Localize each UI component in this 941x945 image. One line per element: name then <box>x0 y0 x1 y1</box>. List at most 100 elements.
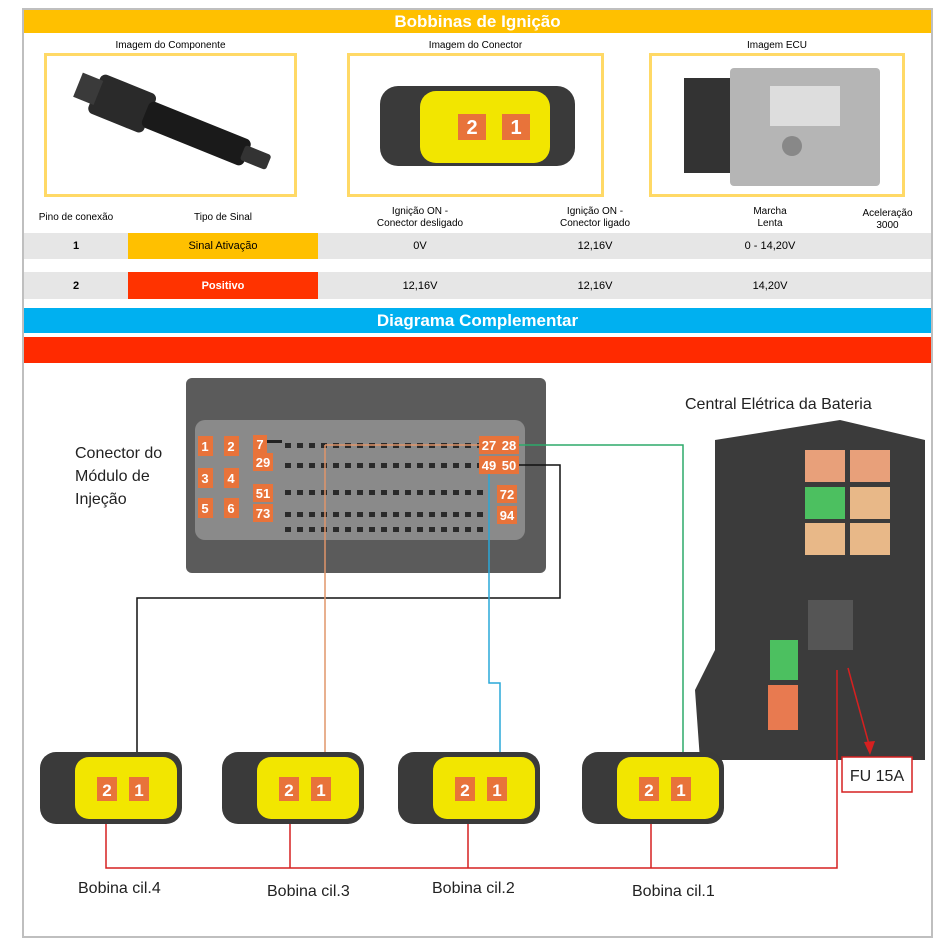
ign-on-cell: 12,16V <box>577 240 613 252</box>
ecu-pin-hole <box>297 490 303 495</box>
page-title: Bobbinas de Ignição <box>24 10 931 33</box>
diagram-title: Diagrama Complementar <box>24 308 931 333</box>
ecu-pin-hole <box>369 527 375 532</box>
ecu-connector <box>186 378 546 573</box>
image-label-connector: Imagem do Conector <box>428 40 523 51</box>
ecu-pin-hole <box>333 490 339 495</box>
ecu-pin-hole <box>345 490 351 495</box>
fuse-label-box <box>841 756 913 793</box>
ecu-pin-hole <box>441 490 447 495</box>
ecu-pin-hole <box>321 490 327 495</box>
fuse-box-label: Central Elétrica da Bateria <box>685 396 872 413</box>
ecu-pin-hole <box>417 490 423 495</box>
ecu-pin-hole <box>381 463 387 468</box>
ecu-pin-hole <box>441 463 447 468</box>
svg-text:3: 3 <box>201 471 208 486</box>
ecu-pin-hole <box>441 512 447 517</box>
ign-off-cell: 12,16V <box>402 279 438 292</box>
connector-image: 2 1 <box>347 53 604 197</box>
ecu-pin-hole <box>453 463 459 468</box>
ecu-pin-hole <box>297 512 303 517</box>
signal-type-cell: Sinal Ativação <box>128 233 318 259</box>
red-wire <box>105 670 838 869</box>
ecu-pin-hole <box>309 463 315 468</box>
ecu-pin-hole <box>321 527 327 532</box>
frame <box>22 8 933 938</box>
ecu-pin-hole <box>453 490 459 495</box>
ecu-pin-hole <box>477 512 483 517</box>
blue-wire <box>488 474 501 780</box>
ecu-pin-hole <box>297 443 303 448</box>
ecu-pin-hole <box>477 527 483 532</box>
ecu-pin-hole <box>393 463 399 468</box>
image-label-component: Imagem do Componente <box>115 40 226 51</box>
idle-cell: 0 - 14,20V <box>744 240 796 252</box>
ecu-pin-hole <box>429 463 435 468</box>
ign-on-cell: 12,16V <box>577 279 613 292</box>
ecu-pin-hole <box>285 527 291 532</box>
connector-illustration: 2 1 <box>380 86 575 166</box>
col-header-accel: Aceleração 3000 <box>862 208 913 231</box>
svg-text:28: 28 <box>502 438 516 453</box>
ecu-pin-hole <box>333 463 339 468</box>
ecu-pin-hole <box>333 512 339 517</box>
ecu-pin-hole <box>309 443 315 448</box>
ecu-pin-hole <box>465 512 471 517</box>
svg-text:49: 49 <box>482 458 496 473</box>
ecu-pin-hole <box>297 527 303 532</box>
pin-cell: 2 <box>72 279 80 292</box>
ecu-pin-hole <box>393 527 399 532</box>
ecu-pin-hole <box>429 512 435 517</box>
ecu-pin-hole <box>321 512 327 517</box>
ecu-pin-hole <box>417 463 423 468</box>
table-row: 2 Positivo 12,16V 12,16V 14,20V <box>24 272 931 299</box>
ecu-pin-hole <box>297 463 303 468</box>
ecu-pin-hole <box>429 490 435 495</box>
ecu-pin-hole <box>405 490 411 495</box>
svg-text:7: 7 <box>256 437 263 452</box>
image-label-ecu: Imagem ECU <box>746 40 807 51</box>
ecu-pin-hole <box>465 463 471 468</box>
red-bar <box>24 337 931 363</box>
ecu-pin-hole <box>417 512 423 517</box>
svg-text:27: 27 <box>482 438 496 453</box>
fuse-label: FU 15A <box>850 768 905 785</box>
svg-text:1: 1 <box>676 781 685 800</box>
pin-cell: 1 <box>72 240 80 252</box>
table-row: 1 Sinal Ativação 0V 12,16V 0 - 14,20V <box>24 233 931 259</box>
svg-text:2: 2 <box>102 781 111 800</box>
ecu-pin-hole <box>321 463 327 468</box>
signal-type-cell: Positivo <box>128 272 318 299</box>
svg-text:4: 4 <box>227 471 235 486</box>
col-header-idle: Marcha Lenta <box>753 206 787 229</box>
ecu-pin-hole <box>345 527 351 532</box>
svg-text:2: 2 <box>460 781 469 800</box>
ecu-pin-hole <box>285 443 291 448</box>
coil-label-cil1: Bobina cil.1 <box>632 883 715 900</box>
ecu-pin-hole <box>417 527 423 532</box>
fuse-arrow <box>847 667 871 749</box>
ecu-pin-hole <box>381 490 387 495</box>
ecu-pin-hole <box>369 490 375 495</box>
ecu-pin-hole <box>429 527 435 532</box>
idle-cell: 14,20V <box>752 279 788 292</box>
svg-text:51: 51 <box>256 486 270 501</box>
ecu-pin-hole <box>381 527 387 532</box>
svg-text:5: 5 <box>201 501 208 516</box>
ecu-pin-hole <box>369 463 375 468</box>
svg-text:50: 50 <box>502 458 516 473</box>
svg-text:94: 94 <box>500 508 515 523</box>
svg-text:6: 6 <box>227 501 234 516</box>
green-wire <box>519 444 684 780</box>
ecu-pin-hole <box>393 490 399 495</box>
ecu-connector-label: Conector do Módulo de Injeção <box>75 445 163 508</box>
ecu-pin-hole <box>357 527 363 532</box>
col-header-type: Tipo de Sinal <box>194 212 252 223</box>
ignition-coil-illustration <box>73 72 271 170</box>
ecu-pin-hole <box>393 512 399 517</box>
ecu-pin-hole <box>309 527 315 532</box>
